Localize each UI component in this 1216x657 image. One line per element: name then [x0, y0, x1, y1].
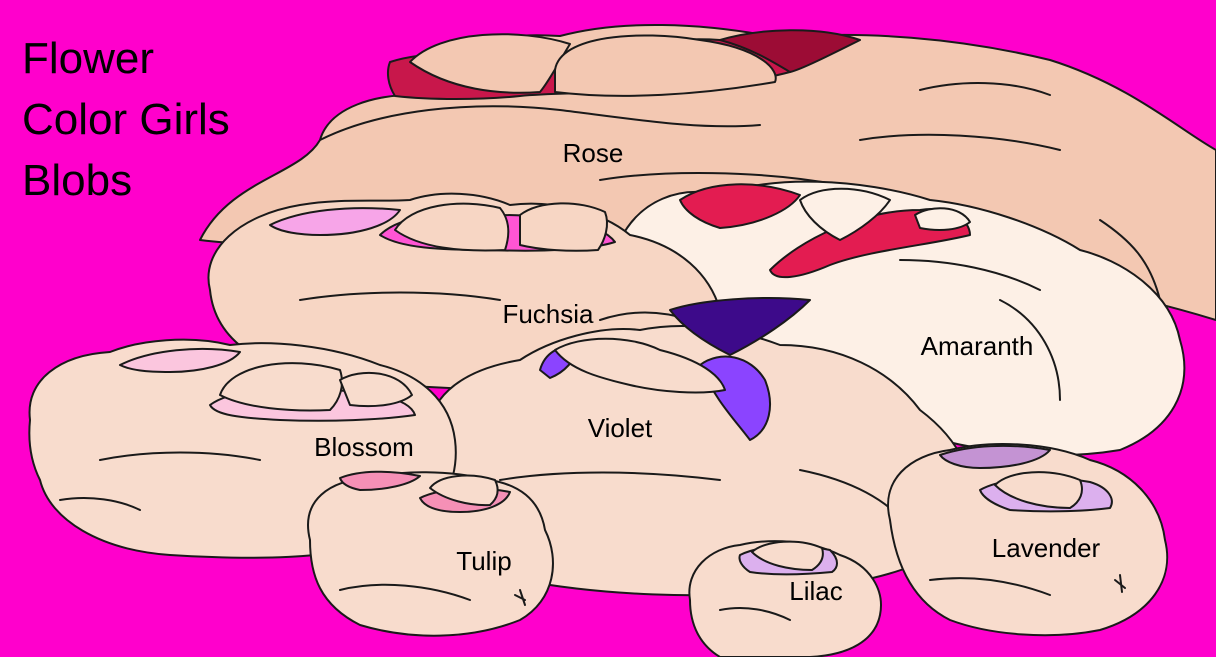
title-line-3: Blobs — [22, 156, 133, 205]
label-blossom: Blossom — [314, 432, 414, 462]
label-lavender: Lavender — [992, 533, 1101, 563]
lilac-blob — [688, 540, 882, 657]
lavender-blob — [887, 443, 1169, 637]
title-line-2: Color Girls — [22, 95, 230, 144]
label-lilac: Lilac — [789, 576, 842, 606]
title-line-1: Flower — [22, 34, 155, 83]
label-fuchsia: Fuchsia — [502, 299, 594, 329]
amaranth-blob — [619, 180, 1186, 457]
label-tulip: Tulip — [456, 546, 511, 576]
violet-blob — [427, 297, 974, 597]
label-violet: Violet — [588, 413, 653, 443]
page-title: Flower Color Girls Blobs — [22, 28, 230, 211]
tulip-blob — [307, 470, 554, 637]
label-amaranth: Amaranth — [921, 331, 1034, 361]
label-rose: Rose — [563, 138, 624, 168]
